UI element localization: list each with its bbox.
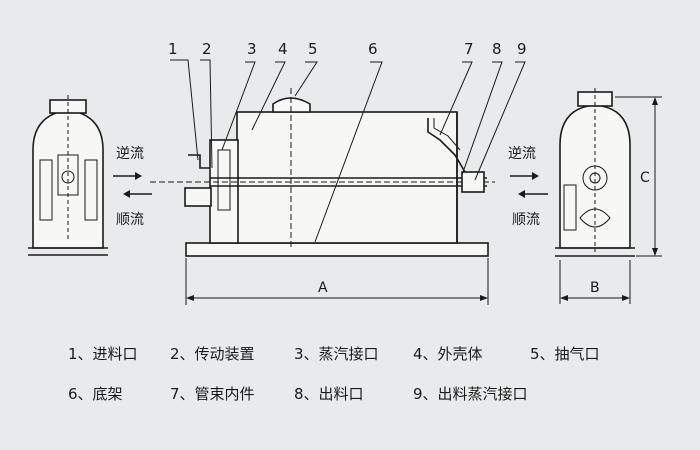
legend-item-drive-unit: 2、传动装置	[170, 345, 255, 363]
dimension-a-label: A	[318, 280, 328, 296]
dimension-b	[559, 260, 631, 304]
legend-item-tube-bundle: 7、管束内件	[170, 385, 255, 403]
legend-item-suction-port: 5、抽气口	[530, 345, 600, 363]
callout-3: 3	[247, 40, 257, 58]
dimension-c-label: C	[640, 170, 650, 186]
callout-leaders	[170, 59, 526, 243]
left-counter-flow-label: 逆流	[116, 146, 144, 162]
callout-8: 8	[492, 40, 502, 58]
left-co-flow-label: 顺流	[116, 212, 144, 228]
left-end-view	[28, 95, 108, 256]
legend-item-outer-shell: 4、外壳体	[413, 345, 483, 363]
legend-item-base-frame: 6、底架	[68, 385, 123, 403]
callout-4: 4	[278, 40, 288, 58]
legend-item-discharge-outlet: 8、出料口	[294, 385, 364, 403]
right-counter-flow-label: 逆流	[508, 146, 536, 162]
callout-5: 5	[308, 40, 318, 58]
main-side-view	[150, 88, 495, 257]
right-end-view	[555, 88, 635, 257]
left-flow-arrows	[113, 172, 152, 198]
legend-item-feed-inlet: 1、进料口	[68, 345, 138, 363]
right-flow-arrows	[510, 172, 548, 198]
callout-2: 2	[202, 40, 212, 58]
dimension-c	[615, 96, 662, 257]
legend-item-discharge-steam-port: 9、出料蒸汽接口	[413, 385, 528, 403]
callout-6: 6	[368, 40, 378, 58]
right-co-flow-label: 顺流	[512, 212, 540, 228]
callout-1: 1	[168, 40, 178, 58]
callout-7: 7	[464, 40, 474, 58]
dimension-a	[185, 258, 489, 305]
callout-9: 9	[517, 40, 527, 58]
legend-item-steam-inlet: 3、蒸汽接口	[294, 345, 379, 363]
dimension-b-label: B	[590, 280, 600, 296]
